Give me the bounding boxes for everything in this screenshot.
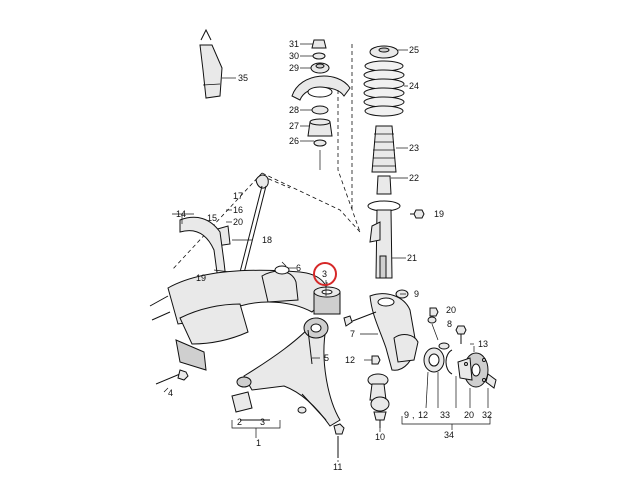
bushing-part-3 — [313, 282, 341, 315]
group-brackets — [231, 416, 491, 438]
callout-16: 16 — [233, 205, 243, 215]
grease-tube-part — [199, 28, 236, 99]
callout-18: 18 — [262, 235, 272, 245]
control-arm — [155, 317, 345, 458]
callout-24: 24 — [409, 81, 419, 91]
spring-strut-assembly — [363, 45, 425, 279]
wheel-hub-assembly — [423, 325, 497, 389]
callout-3b: 3 — [260, 417, 265, 427]
reference-lines — [171, 44, 361, 271]
callout-21: 21 — [407, 253, 417, 263]
callout-30: 30 — [289, 51, 299, 61]
callout-4: 4 — [168, 388, 173, 398]
callout-20c: 20 — [464, 410, 474, 420]
callout-26: 26 — [289, 136, 299, 146]
callout-12: 12 — [345, 355, 355, 365]
callout-13: 13 — [478, 339, 488, 349]
highlight-ring — [313, 262, 337, 286]
callout-1: 1 — [256, 438, 261, 448]
callout-17: 17 — [233, 191, 243, 201]
callout-19b: 19 — [196, 273, 206, 283]
callout-10: 10 — [375, 432, 385, 442]
callout-11: 11 — [333, 462, 342, 472]
callout-7: 7 — [350, 329, 355, 339]
callout-28: 28 — [289, 105, 299, 115]
callout-2: 2 — [237, 417, 242, 427]
strut-top-parts — [291, 39, 351, 170]
callout-numbers: 35 31 30 29 28 27 26 25 24 23 22 19 21 1… — [168, 39, 492, 472]
callout-34: 34 — [444, 430, 454, 440]
callout-32: 32 — [482, 410, 492, 420]
callout-19: 19 — [434, 209, 444, 219]
callout-5: 5 — [324, 353, 329, 363]
callout-20: 20 — [233, 217, 243, 227]
leader-lines — [163, 261, 489, 462]
callout-22: 22 — [409, 173, 419, 183]
callout-29: 29 — [289, 63, 299, 73]
callout-15: 15 — [207, 213, 217, 223]
callout-27: 27 — [289, 121, 299, 131]
callout-31: 31 — [289, 39, 299, 49]
callout-9: 9 — [414, 289, 419, 299]
callout-12-knuckle-dash: , — [412, 410, 415, 420]
callout-35: 35 — [238, 73, 248, 83]
callout-12b: 12 — [418, 410, 428, 420]
callout-6: 6 — [296, 263, 301, 273]
callout-8: 8 — [447, 319, 452, 329]
callout-23: 23 — [409, 143, 419, 153]
callout-20b: 20 — [446, 305, 456, 315]
callout-14: 14 — [176, 209, 186, 219]
callout-25: 25 — [409, 45, 419, 55]
ball-joint-part-10 — [370, 396, 390, 428]
callout-3: 3 — [322, 269, 327, 279]
callout-33: 33 — [440, 410, 450, 420]
subframe — [149, 265, 329, 371]
steering-knuckle — [343, 289, 439, 401]
callout-9b: 9 — [404, 410, 409, 420]
